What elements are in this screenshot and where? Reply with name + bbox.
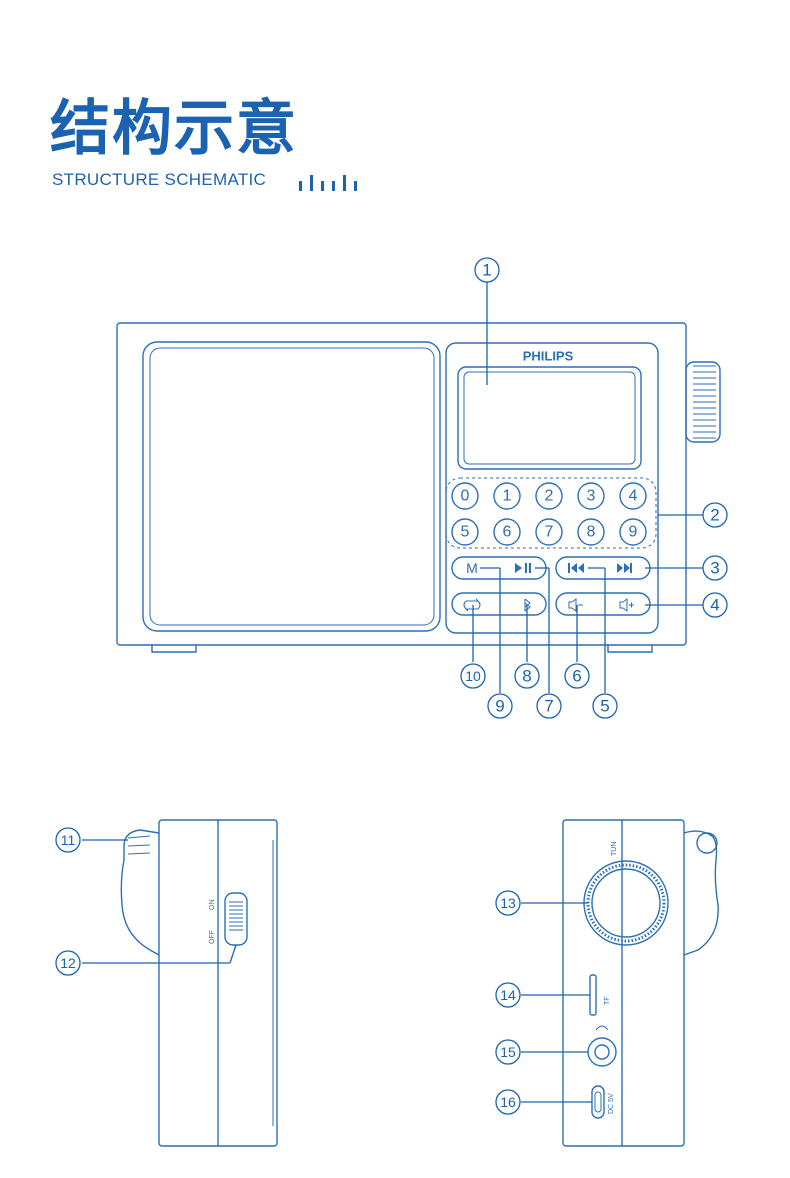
callout-4: 4 — [702, 592, 728, 618]
svg-text:5: 5 — [600, 697, 609, 716]
svg-text:9: 9 — [495, 697, 504, 716]
page-subtitle: STRUCTURE SCHEMATIC — [52, 170, 267, 189]
tune-label: TUN — [611, 842, 618, 856]
next-track-icon[interactable] — [617, 563, 632, 573]
svg-text:1: 1 — [503, 488, 512, 505]
callout-2: 2 — [702, 502, 728, 528]
power-switch[interactable] — [224, 892, 248, 946]
callout-1: 1 — [474, 257, 500, 283]
svg-text:7: 7 — [545, 524, 554, 541]
right-side-view: TUN TF DC 5V — [521, 819, 719, 1147]
headphone-symbol-icon — [595, 1025, 609, 1031]
svg-text:4: 4 — [710, 596, 719, 615]
key-1[interactable]: 1 — [493, 482, 521, 510]
svg-text:11: 11 — [61, 832, 76, 848]
volume-down-icon[interactable] — [568, 598, 583, 612]
key-4[interactable]: 4 — [619, 482, 647, 510]
svg-text:4: 4 — [629, 488, 638, 505]
svg-text:3: 3 — [710, 559, 719, 578]
dc-port[interactable] — [591, 1085, 605, 1119]
callout-14: 14 — [495, 982, 521, 1008]
play-pause-icon[interactable] — [515, 563, 531, 573]
svg-text:5: 5 — [461, 524, 470, 541]
key-5[interactable]: 5 — [451, 518, 479, 546]
left-side-view: OFF ON — [82, 819, 278, 1147]
svg-text:3: 3 — [587, 488, 596, 505]
svg-text:9: 9 — [629, 524, 638, 541]
switch-on-label: ON — [209, 900, 216, 911]
callout-15: 15 — [495, 1039, 521, 1065]
callout-12: 12 — [55, 950, 81, 976]
callout-13: 13 — [495, 890, 521, 916]
callout-11: 11 — [55, 827, 81, 853]
svg-text:6: 6 — [572, 667, 581, 686]
callout-16: 16 — [495, 1089, 521, 1115]
svg-text:1: 1 — [482, 261, 491, 280]
svg-text:15: 15 — [500, 1044, 516, 1060]
key-2[interactable]: 2 — [535, 482, 563, 510]
display-screen — [457, 366, 642, 470]
decorative-bars-icon — [299, 175, 357, 191]
svg-text:13: 13 — [500, 895, 516, 911]
key-3[interactable]: 3 — [577, 482, 605, 510]
svg-text:8: 8 — [522, 667, 531, 686]
svg-text:12: 12 — [60, 955, 76, 971]
svg-text:2: 2 — [545, 488, 554, 505]
key-9[interactable]: 9 — [619, 518, 647, 546]
svg-text:7: 7 — [544, 697, 553, 716]
repeat-icon[interactable] — [463, 598, 481, 612]
callout-5: 5 — [592, 693, 618, 719]
callout-8: 8 — [514, 663, 540, 689]
callout-3: 3 — [702, 555, 728, 581]
callout-7: 7 — [536, 693, 562, 719]
svg-text:6: 6 — [503, 524, 512, 541]
svg-text:8: 8 — [587, 524, 596, 541]
key-7[interactable]: 7 — [535, 518, 563, 546]
function-buttons: M — [451, 556, 651, 616]
key-6[interactable]: 6 — [493, 518, 521, 546]
key-0[interactable]: 0 — [451, 482, 479, 510]
svg-text:14: 14 — [500, 987, 516, 1003]
tuning-knob-icon — [685, 361, 721, 443]
callout-10: 10 — [460, 663, 486, 689]
svg-text:10: 10 — [465, 668, 481, 684]
tf-card-slot[interactable] — [589, 974, 597, 1016]
previous-track-icon[interactable] — [568, 563, 584, 573]
mode-button[interactable]: M — [466, 560, 478, 576]
tuning-dial-icon[interactable] — [583, 860, 669, 946]
number-keypad: 0 1 2 3 4 5 6 7 8 9 — [451, 482, 647, 546]
svg-text:16: 16 — [500, 1094, 516, 1110]
callout-9: 9 — [487, 693, 513, 719]
svg-text:0: 0 — [461, 488, 470, 505]
callout-numbers: 1 2 3 4 5 6 7 8 9 10 11 12 13 14 15 16 — [55, 257, 728, 1115]
headphone-jack-icon[interactable] — [587, 1037, 617, 1067]
volume-up-icon[interactable] — [619, 598, 634, 612]
switch-off-label: OFF — [209, 930, 216, 944]
key-8[interactable]: 8 — [577, 518, 605, 546]
brand-logo: PHILIPS — [523, 349, 574, 364]
front-view: PHILIPS — [116, 322, 721, 653]
page-title: 结构示意 — [50, 94, 298, 164]
callout-6: 6 — [564, 663, 590, 689]
tf-label: TF — [604, 996, 611, 1005]
dc-label: DC 5V — [608, 1093, 615, 1114]
speaker-grille — [142, 341, 441, 632]
svg-text:2: 2 — [710, 506, 719, 525]
front-callout-lines — [472, 282, 703, 693]
